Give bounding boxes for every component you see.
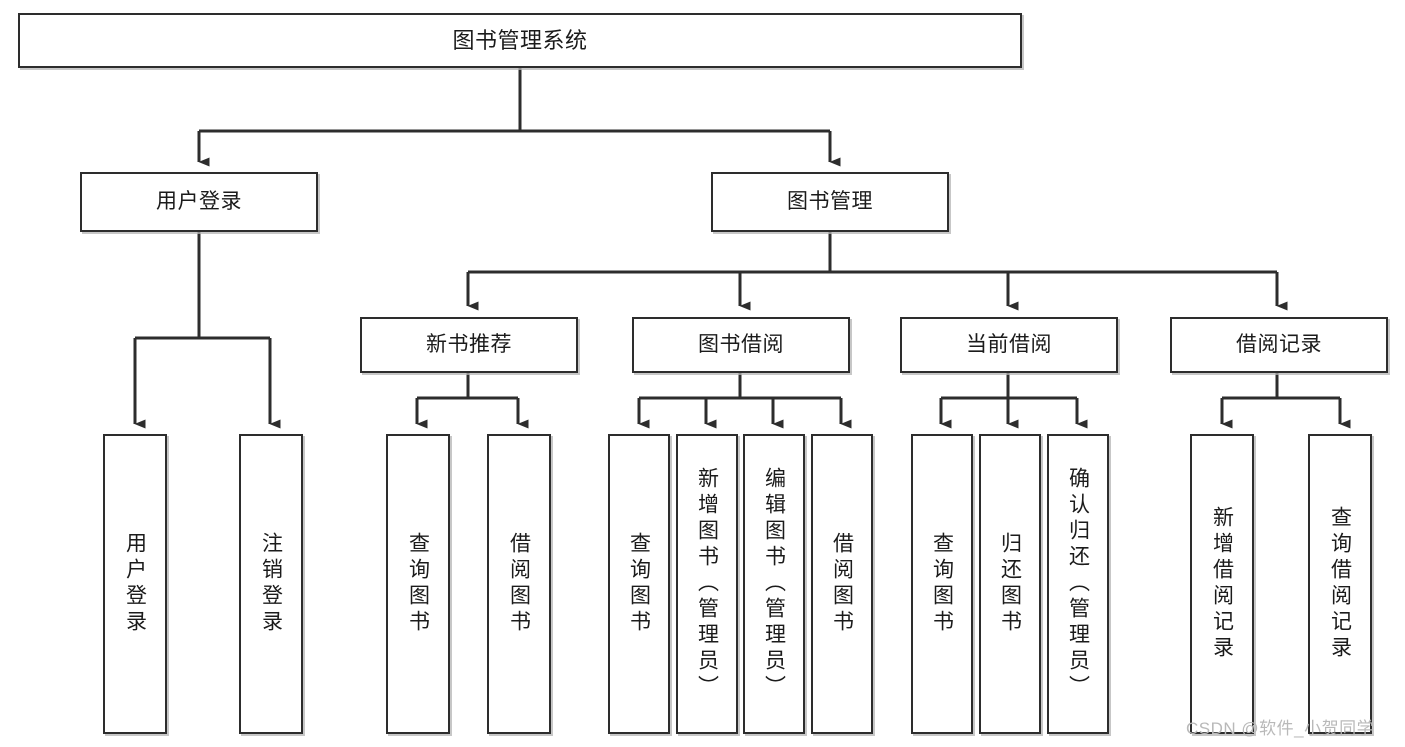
leaf-logout[interactable]: 注销登录 bbox=[239, 434, 303, 734]
node-new-book-recommend-label: 新书推荐 bbox=[426, 332, 512, 356]
leaf-add-book-admin-label: 新增图书（管理员） bbox=[695, 467, 719, 701]
node-root-label: 图书管理系统 bbox=[452, 27, 588, 53]
watermark-text: CSDN @软件_小贺同学 bbox=[1186, 719, 1375, 738]
leaf-query-book-3[interactable]: 查询图书 bbox=[911, 434, 973, 734]
node-book-management[interactable]: 图书管理 bbox=[711, 172, 949, 232]
leaf-query-book-1[interactable]: 查询图书 bbox=[386, 434, 450, 734]
node-borrow-record[interactable]: 借阅记录 bbox=[1170, 317, 1388, 373]
node-user-login[interactable]: 用户登录 bbox=[80, 172, 318, 232]
leaf-return-book-label: 归还图书 bbox=[998, 532, 1022, 636]
leaf-query-book-1-label: 查询图书 bbox=[406, 532, 430, 636]
node-root[interactable]: 图书管理系统 bbox=[18, 13, 1022, 68]
leaf-borrow-book-1-label: 借阅图书 bbox=[507, 532, 531, 636]
leaf-add-book-admin[interactable]: 新增图书（管理员） bbox=[676, 434, 738, 734]
leaf-return-book[interactable]: 归还图书 bbox=[979, 434, 1041, 734]
node-new-book-recommend[interactable]: 新书推荐 bbox=[360, 317, 578, 373]
leaf-user-login-label: 用户登录 bbox=[123, 532, 147, 636]
leaf-borrow-book-2-label: 借阅图书 bbox=[830, 532, 854, 636]
node-book-management-label: 图书管理 bbox=[787, 189, 873, 213]
leaf-query-borrow-record-label: 查询借阅记录 bbox=[1328, 506, 1352, 662]
leaf-add-borrow-record-label: 新增借阅记录 bbox=[1210, 506, 1234, 662]
leaf-add-borrow-record[interactable]: 新增借阅记录 bbox=[1190, 434, 1254, 734]
leaf-query-book-3-label: 查询图书 bbox=[930, 532, 954, 636]
node-user-login-label: 用户登录 bbox=[156, 189, 242, 213]
leaf-edit-book-admin[interactable]: 编辑图书（管理员） bbox=[743, 434, 805, 734]
node-borrow-record-label: 借阅记录 bbox=[1236, 332, 1322, 356]
node-book-borrow-label: 图书借阅 bbox=[698, 332, 784, 356]
leaf-query-book-2-label: 查询图书 bbox=[627, 532, 651, 636]
leaf-confirm-return-admin-label: 确认归还（管理员） bbox=[1066, 467, 1090, 701]
leaf-user-login[interactable]: 用户登录 bbox=[103, 434, 167, 734]
leaf-confirm-return-admin[interactable]: 确认归还（管理员） bbox=[1047, 434, 1109, 734]
leaf-query-borrow-record[interactable]: 查询借阅记录 bbox=[1308, 434, 1372, 734]
node-current-borrow-label: 当前借阅 bbox=[966, 332, 1052, 356]
leaf-logout-label: 注销登录 bbox=[259, 532, 283, 636]
leaf-query-book-2[interactable]: 查询图书 bbox=[608, 434, 670, 734]
leaf-borrow-book-2[interactable]: 借阅图书 bbox=[811, 434, 873, 734]
node-current-borrow[interactable]: 当前借阅 bbox=[900, 317, 1118, 373]
leaf-borrow-book-1[interactable]: 借阅图书 bbox=[487, 434, 551, 734]
node-book-borrow[interactable]: 图书借阅 bbox=[632, 317, 850, 373]
leaf-edit-book-admin-label: 编辑图书（管理员） bbox=[762, 467, 786, 701]
